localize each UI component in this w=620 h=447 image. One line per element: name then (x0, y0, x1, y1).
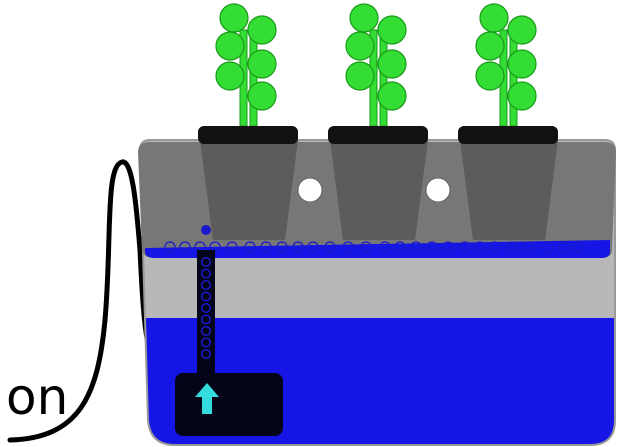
leaf (247, 49, 277, 79)
bubble (226, 241, 238, 253)
tube-bubble (200, 314, 212, 325)
leaf (479, 3, 509, 33)
bubble (360, 241, 372, 253)
bubble-row (164, 241, 584, 253)
bubble (558, 241, 570, 253)
bubble (442, 241, 454, 253)
net-pot-basket (460, 140, 558, 240)
bubble (379, 241, 391, 253)
tube-bubbles (200, 256, 212, 360)
tube-bubble (200, 325, 212, 337)
tube-bubble (200, 256, 212, 268)
net-pot (458, 126, 558, 144)
up-arrow-icon (195, 383, 219, 414)
plant (458, 3, 558, 144)
bubble (394, 241, 406, 253)
bubble (506, 241, 518, 253)
leaf (219, 3, 249, 33)
bubble (474, 241, 486, 253)
leaf (349, 3, 379, 33)
bubble (410, 241, 422, 253)
net-pot-basket (330, 140, 428, 240)
tank-lid (138, 140, 616, 258)
net-pot (198, 126, 298, 144)
bubble (522, 241, 534, 253)
bubble (179, 241, 191, 253)
leaf (345, 31, 375, 61)
lid-hole (425, 177, 451, 203)
bubble (572, 241, 584, 253)
tube-bubble (200, 268, 212, 279)
leaf (215, 31, 245, 61)
bubble (542, 241, 554, 253)
bubble (489, 241, 501, 253)
bubble (307, 241, 319, 253)
bubble (324, 241, 336, 253)
tube-bubble (200, 337, 212, 348)
tube-bubble (200, 279, 212, 291)
leaf (377, 49, 407, 79)
leaf (507, 81, 537, 111)
leaf (247, 15, 277, 45)
leaf (475, 31, 505, 61)
bubble (342, 241, 354, 253)
lid-hole (297, 177, 323, 203)
leaf (507, 49, 537, 79)
bubble (260, 241, 272, 253)
tube-bubble (200, 348, 212, 360)
tube-bubble (200, 302, 212, 314)
bubble (164, 241, 176, 253)
net-pot-basket (200, 140, 298, 240)
leaf (507, 15, 537, 45)
leaf (475, 61, 505, 91)
bubble (276, 241, 288, 253)
bubble (244, 241, 256, 253)
power-switch-label: on (6, 368, 69, 426)
net-pot (328, 126, 428, 144)
plant (328, 3, 428, 144)
bubble (292, 241, 304, 253)
air-pump (175, 373, 283, 436)
bubble (426, 241, 438, 253)
plant (198, 3, 298, 144)
bubble (459, 241, 471, 253)
leaf (247, 81, 277, 111)
leaf (377, 81, 407, 111)
leaf (345, 61, 375, 91)
leaf (215, 61, 245, 91)
tube-bubble (200, 291, 212, 302)
rising-bubble (201, 225, 211, 235)
leaf (377, 15, 407, 45)
